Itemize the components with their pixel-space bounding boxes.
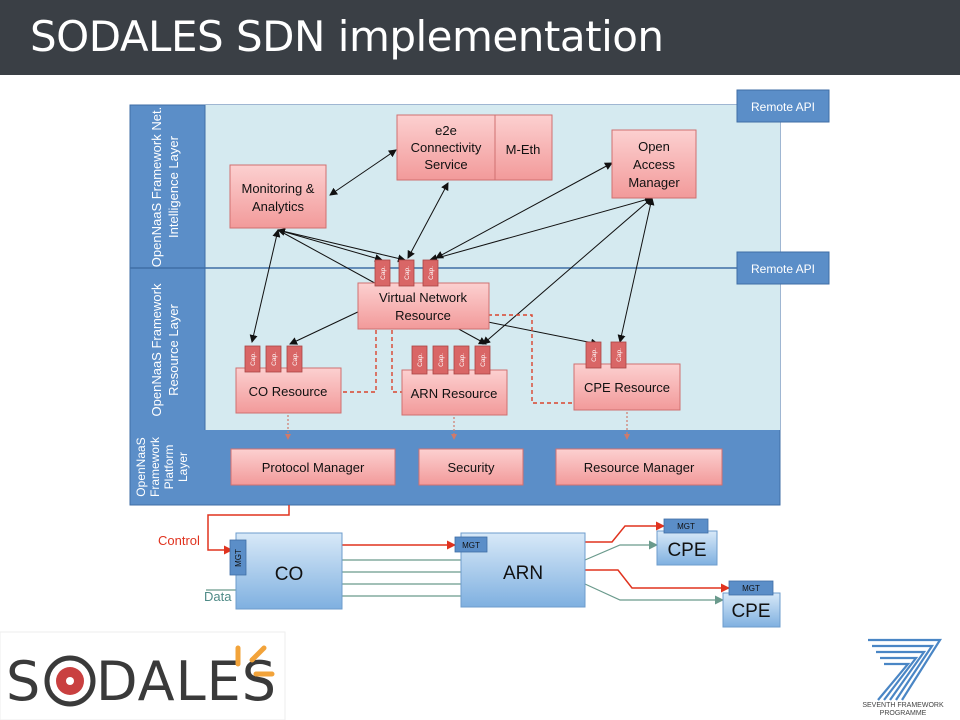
virtual-network-resource-box: Virtual Network Resource bbox=[357, 282, 490, 330]
cap-vnr-1 bbox=[374, 259, 391, 287]
cap-cpe-2 bbox=[610, 341, 627, 369]
open-access-manager-box: Open Access Manager bbox=[611, 129, 697, 199]
arn-resource-capabilities: Cap. Cap. Cap. Cap. bbox=[411, 345, 491, 375]
layer-label-platform-4: Layer bbox=[176, 452, 190, 482]
layer-label-resource-2: Resource Layer bbox=[166, 303, 181, 395]
cpe2-mgt-label: MGT bbox=[742, 584, 760, 593]
architecture-diagram: OpenNaaS Framework Net. Intelligence Lay… bbox=[0, 89, 944, 720]
co-device: MGT CO bbox=[229, 532, 343, 610]
cap-co-1-label: Cap. bbox=[250, 352, 257, 366]
cpe-resource-box: CPE Resource bbox=[573, 363, 681, 411]
co-resource-label: CO Resource bbox=[249, 384, 328, 399]
cpe-resource-capabilities: Cap. Cap. bbox=[585, 341, 627, 369]
e2e-label-3: Service bbox=[424, 157, 467, 172]
cap-vnr-1-label: Cap. bbox=[380, 266, 387, 280]
cap-co-3-label: Cap. bbox=[292, 352, 299, 366]
cap-cpe-2-label: Cap. bbox=[616, 348, 623, 362]
layer-label-platform-1: OpenNaaS bbox=[134, 437, 148, 496]
cpe1-mgt-label: MGT bbox=[677, 522, 695, 531]
oam-label-1: Open bbox=[638, 139, 670, 154]
cap-vnr-3 bbox=[422, 259, 439, 287]
cap-arn-4-label: Cap. bbox=[480, 353, 487, 367]
cap-cpe-1-label: Cap. bbox=[591, 348, 598, 362]
remote-api-button-middle[interactable]: Remote API bbox=[736, 251, 830, 285]
co-resource-box: CO Resource bbox=[235, 367, 342, 414]
monitoring-analytics-box: Monitoring & Analytics bbox=[229, 164, 327, 229]
cpe-device-2: MGT CPE bbox=[722, 580, 781, 628]
e2e-connectivity-service-box: e2e Connectivity Service bbox=[396, 114, 496, 181]
sodales-rays-icon bbox=[235, 645, 275, 677]
vnr-label-1: Virtual Network bbox=[379, 290, 467, 305]
layer-label-resource-1: OpenNaaS Framework bbox=[149, 283, 164, 416]
control-lines bbox=[207, 505, 730, 593]
layer-label-intelligence-1: OpenNaaS Framework Net. bbox=[149, 107, 164, 267]
title-bar: SODALES SDN implementation bbox=[0, 0, 960, 75]
cap-co-2 bbox=[265, 345, 282, 373]
data-lines bbox=[206, 540, 724, 605]
monitoring-label-1: Monitoring & bbox=[242, 181, 315, 196]
oam-label-2: Access bbox=[633, 157, 675, 172]
cap-arn-3-label: Cap. bbox=[459, 353, 466, 367]
sodales-logo: S DALES bbox=[0, 631, 286, 720]
meth-box: M-Eth bbox=[494, 114, 553, 181]
monitoring-label-2: Analytics bbox=[252, 199, 305, 214]
resource-manager-box: Resource Manager bbox=[555, 448, 723, 486]
resource-platform-links bbox=[285, 412, 630, 440]
co-device-label: CO bbox=[275, 564, 304, 585]
arn-resource-label: ARN Resource bbox=[411, 386, 498, 401]
arn-device: MGT ARN bbox=[454, 532, 586, 608]
cpe1-device-label: CPE bbox=[667, 540, 706, 561]
sodales-logo-text: S bbox=[6, 650, 41, 713]
cap-arn-1 bbox=[411, 345, 428, 375]
control-label: Control bbox=[158, 533, 200, 548]
protocol-manager-label: Protocol Manager bbox=[262, 460, 365, 475]
cap-co-1 bbox=[244, 345, 261, 373]
cpe2-device-label: CPE bbox=[731, 601, 770, 622]
security-box: Security bbox=[418, 448, 524, 486]
cap-arn-4 bbox=[474, 345, 491, 375]
sodales-logo-dot-icon bbox=[44, 655, 96, 707]
vnr-label-2: Resource bbox=[395, 308, 451, 323]
cap-vnr-3-label: Cap. bbox=[428, 266, 435, 280]
layer-label-platform-2: Framework bbox=[148, 436, 162, 497]
cap-arn-3 bbox=[453, 345, 470, 375]
oam-label-3: Manager bbox=[628, 175, 680, 190]
cap-arn-1-label: Cap. bbox=[417, 353, 424, 367]
vnr-capabilities: Cap. Cap. Cap. bbox=[374, 259, 439, 287]
data-label: Data bbox=[204, 589, 232, 604]
cap-vnr-2-label: Cap. bbox=[404, 266, 411, 280]
cap-arn-2 bbox=[432, 345, 449, 375]
cap-co-3 bbox=[286, 345, 303, 373]
remote-api-label-middle: Remote API bbox=[751, 262, 815, 276]
resource-manager-label: Resource Manager bbox=[584, 460, 695, 475]
cap-co-2-label: Cap. bbox=[271, 352, 278, 366]
co-mgt-label: MGT bbox=[234, 549, 243, 567]
dashed-links bbox=[342, 314, 574, 404]
cap-cpe-1 bbox=[585, 341, 602, 369]
co-resource-capabilities: Cap. Cap. Cap. bbox=[244, 345, 303, 373]
fp7-label-2: PROGRAMME bbox=[880, 710, 927, 717]
arn-resource-box: ARN Resource bbox=[401, 369, 508, 416]
fp7-seven-icon bbox=[868, 638, 942, 701]
svg-text:DALES: DALES bbox=[96, 650, 277, 713]
fp7-label-1: SEVENTH FRAMEWORK bbox=[862, 702, 944, 709]
layer-label-intelligence-2: Intelligence Layer bbox=[166, 135, 181, 238]
cpe-device-1: MGT CPE bbox=[656, 518, 718, 566]
page-title: SODALES SDN implementation bbox=[30, 12, 664, 61]
layer-label-platform-3: Platform bbox=[162, 445, 176, 490]
cap-vnr-2 bbox=[398, 259, 415, 287]
arn-device-label: ARN bbox=[503, 563, 543, 584]
protocol-manager-box: Protocol Manager bbox=[230, 448, 396, 486]
remote-api-label-top: Remote API bbox=[751, 100, 815, 114]
cap-arn-2-label: Cap. bbox=[438, 353, 445, 367]
cpe-resource-label: CPE Resource bbox=[584, 380, 670, 395]
fp7-logo: SEVENTH FRAMEWORK PROGRAMME bbox=[862, 638, 944, 717]
remote-api-button-top[interactable]: Remote API bbox=[736, 89, 830, 123]
meth-label: M-Eth bbox=[506, 142, 541, 157]
security-label: Security bbox=[448, 460, 495, 475]
arn-mgt-label: MGT bbox=[462, 541, 480, 550]
e2e-label-2: Connectivity bbox=[411, 140, 482, 155]
e2e-label-1: e2e bbox=[435, 123, 457, 138]
